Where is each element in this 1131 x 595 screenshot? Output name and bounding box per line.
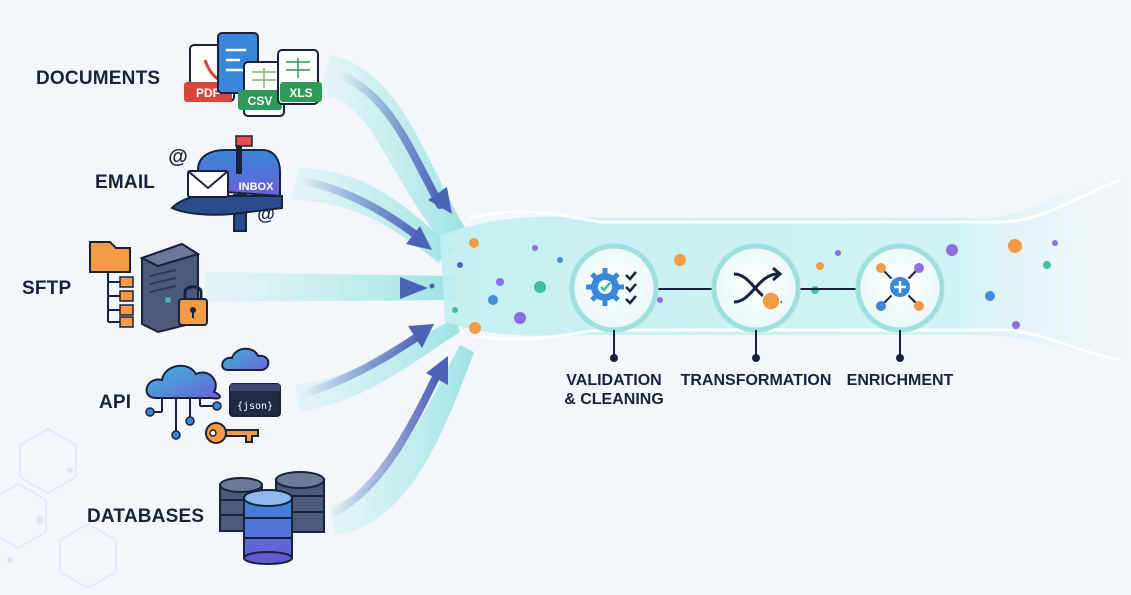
background-dots	[7, 467, 73, 563]
network-plus-icon	[876, 263, 924, 311]
stage-label-transformation: TRANSFORMATION	[676, 371, 836, 390]
api-json-text: {json}	[237, 401, 273, 412]
arrow-head-documents	[428, 187, 452, 214]
sftp-server-icon	[89, 241, 208, 334]
database-stack-icon	[219, 471, 325, 565]
stage-label-transformation-line1: TRANSFORMATION	[680, 372, 832, 389]
key-icon	[205, 422, 259, 444]
source-label-sftp: SFTP	[22, 278, 72, 299]
documents-icon: PDF CSV XLS	[184, 32, 322, 117]
gear-checklist-icon	[586, 268, 637, 306]
stage-label-validation-line2: & CLEANING	[564, 391, 664, 408]
arrow-head-api	[408, 324, 434, 348]
source-label-api: API	[99, 392, 132, 413]
background-hexagons	[0, 428, 117, 589]
stage-label-validation: VALIDATION & CLEANING	[554, 371, 674, 409]
source-label-databases: DATABASES	[87, 506, 205, 527]
json-window-icon: {json}	[229, 383, 281, 417]
source-label-email: EMAIL	[95, 172, 156, 193]
arrow-head-email	[406, 226, 432, 250]
arrow-head-sftp	[400, 277, 428, 299]
xls-file-icon: XLS	[277, 49, 322, 105]
flow-arrows	[211, 71, 452, 519]
shuffle-badge-icon	[761, 291, 781, 311]
mailbox-inbox-text: INBOX	[239, 181, 275, 193]
at-symbol-icon: @	[168, 146, 188, 168]
stage-validation	[569, 243, 659, 362]
cloud-api-icon: {json}	[145, 347, 281, 444]
stage-label-enrichment-line1: ENRICHMENT	[846, 372, 954, 389]
arrow-head-databases	[426, 356, 448, 385]
data-particles	[429, 238, 1058, 334]
stage-transformation	[711, 243, 801, 362]
folder-icon	[89, 241, 131, 273]
mailbox-icon: @ @ INBOX	[168, 135, 283, 232]
csv-badge: CSV	[248, 94, 273, 108]
stage-enrichment	[855, 243, 945, 362]
padlock-icon	[178, 285, 208, 326]
xls-badge: XLS	[289, 86, 312, 100]
stage-label-validation-line1: VALIDATION	[566, 372, 662, 389]
stage-label-enrichment: ENRICHMENT	[840, 371, 960, 390]
pdf-badge: PDF	[196, 86, 220, 100]
source-label-documents: DOCUMENTS	[36, 68, 161, 89]
